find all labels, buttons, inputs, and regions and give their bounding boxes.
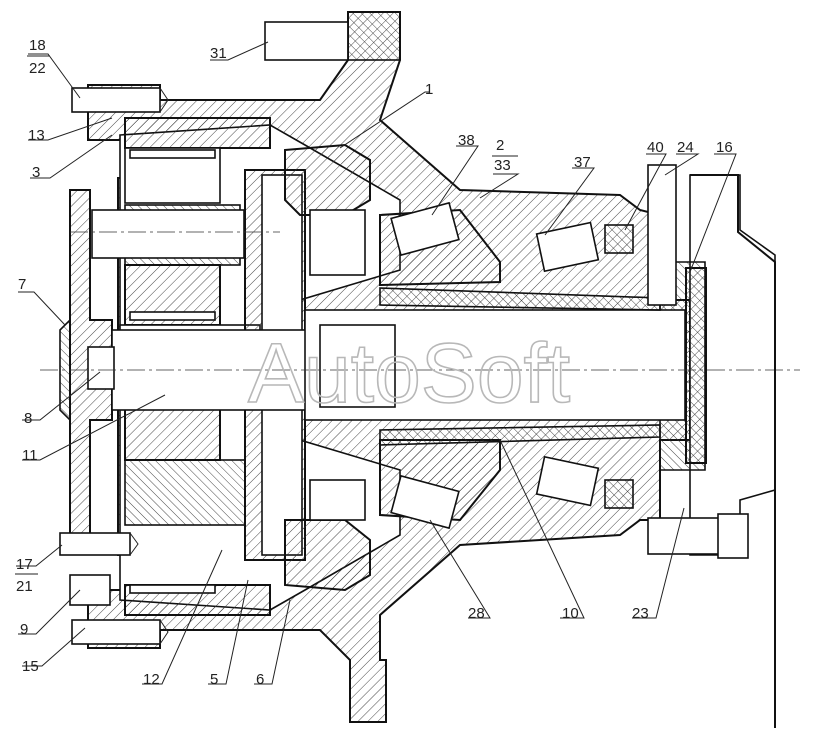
callout-38: 38 [458,132,475,149]
callout-18: 18 [29,37,46,54]
callout-6: 6 [256,671,264,688]
bolts [59,11,749,645]
callout-24: 24 [677,139,694,156]
tapered-bearings [390,201,600,530]
callout-31: 31 [210,45,227,62]
callout-37: 37 [574,154,591,171]
callout-22: 22 [29,60,46,77]
callout-7: 7 [18,276,26,293]
axle-tube [379,287,661,446]
callout-9: 9 [20,621,28,638]
callout-40: 40 [647,139,664,156]
frame-edge [690,174,776,728]
seals [604,224,634,509]
callout-11: 11 [22,447,38,464]
callout-8: 8 [24,410,32,427]
callout-1: 1 [425,81,433,98]
brake-pack [284,143,501,592]
callout-15: 15 [22,658,39,675]
callout-10: 10 [562,605,579,622]
callout-12: 12 [143,671,160,688]
callout-13: 13 [28,127,45,144]
callout-21: 21 [16,578,33,595]
watermark: AutoSoft [248,326,570,420]
leader-lines [16,41,737,685]
callout-labels: 18 22 13 3 7 8 11 17 21 9 15 12 5 6 31 1… [15,37,733,688]
callout-16: 16 [716,139,733,156]
callout-33: 33 [494,157,511,174]
callout-17: 17 [16,556,33,573]
callout-2: 2 [496,137,504,154]
callout-23: 23 [632,605,649,622]
central-shaft [87,169,686,561]
callout-28: 28 [468,605,485,622]
callout-5: 5 [210,671,218,688]
callout-3: 3 [32,164,40,181]
